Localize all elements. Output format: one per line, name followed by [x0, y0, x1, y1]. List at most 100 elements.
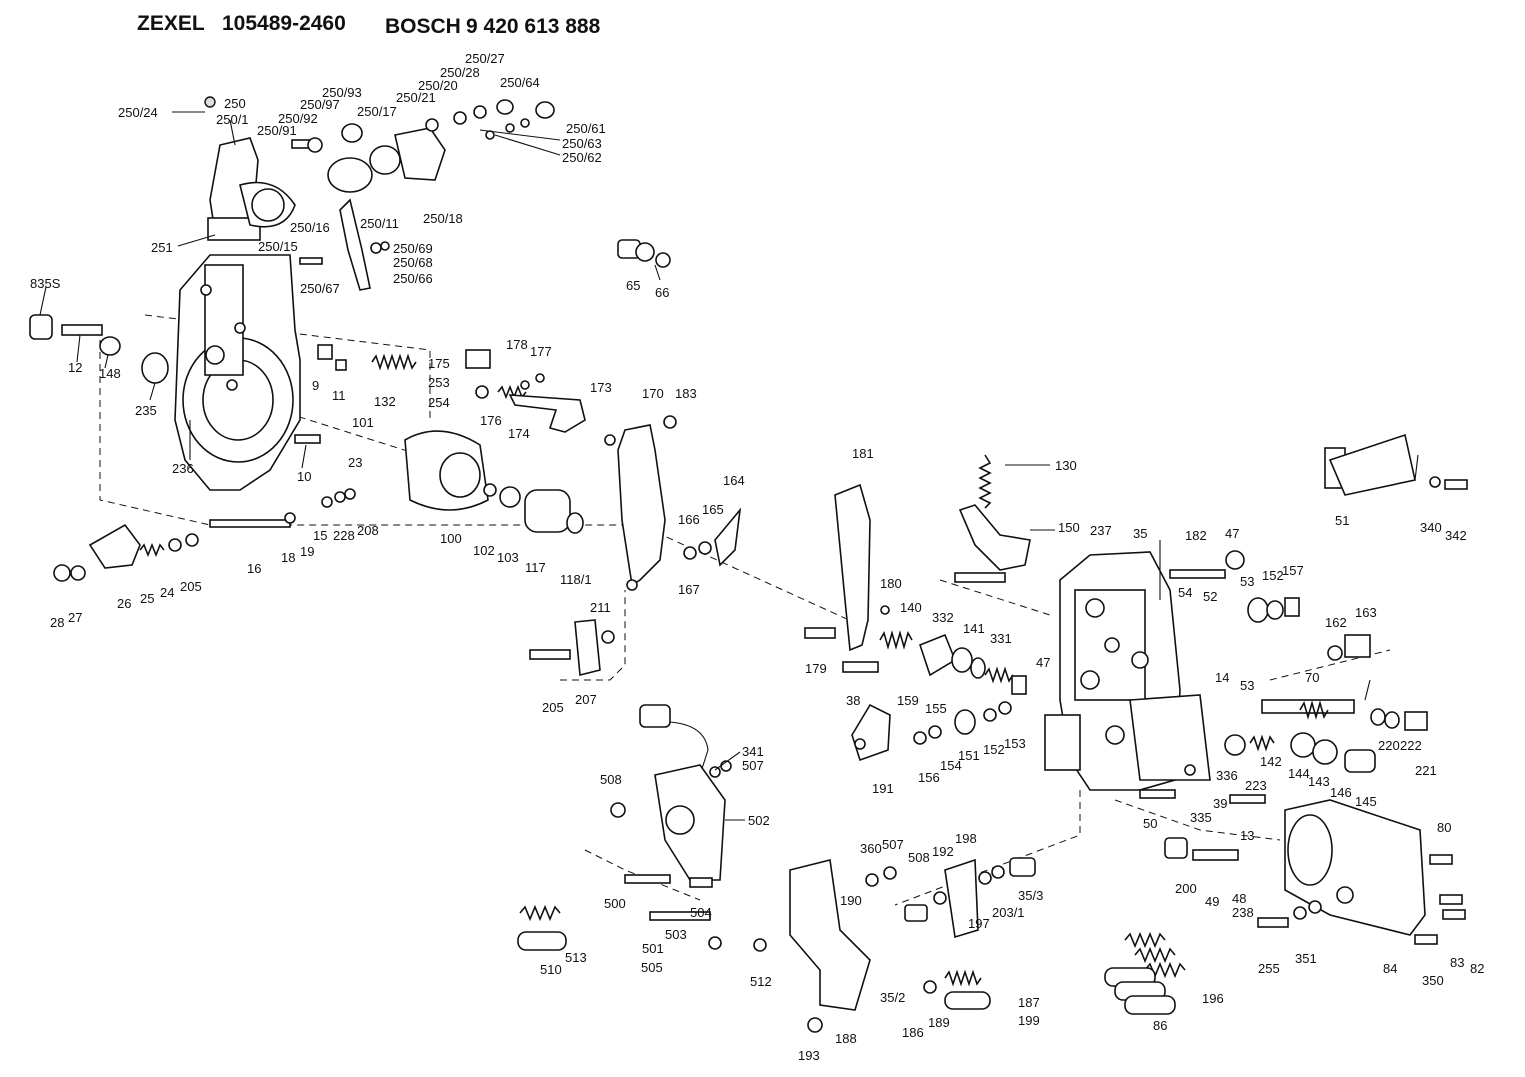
callout-label: 507 — [882, 837, 904, 852]
callout-label: 237 — [1090, 523, 1112, 538]
callout-label: 132 — [374, 394, 396, 409]
callout-label: 145 — [1355, 794, 1377, 809]
callout-label: 507 — [742, 758, 764, 773]
callout-label: 118/1 — [560, 572, 592, 587]
lever-175 — [465, 349, 586, 433]
callout-label: 335 — [1190, 810, 1212, 825]
governor-housing — [174, 254, 301, 491]
callout-label: 18 — [281, 550, 295, 565]
callout-label: 331 — [990, 631, 1012, 646]
callout-label: 176 — [480, 413, 502, 428]
callout-label: 117 — [525, 560, 546, 575]
flyweight-assembly — [209, 430, 584, 534]
callout-label: 16 — [247, 561, 261, 576]
callout-label: 177 — [530, 344, 552, 359]
callout-label: 250/11 — [360, 216, 399, 231]
callout-label: 28 — [50, 615, 64, 630]
callout-label: 142 — [1260, 754, 1282, 769]
callout-label: 211 — [590, 600, 611, 615]
callout-label: 250/63 — [562, 136, 602, 151]
callout-label: 100 — [440, 531, 462, 546]
callout-label: 51 — [1335, 513, 1349, 528]
callout-label: 143 — [1308, 774, 1330, 789]
right-fasteners — [1139, 433, 1468, 804]
callout-label: 141 — [963, 621, 985, 636]
callout-label: 35/3 — [1018, 888, 1043, 903]
callout-label: 250/21 — [396, 90, 436, 105]
callout-label: 166 — [678, 512, 700, 527]
callout-label: 175 — [428, 356, 450, 371]
callout-label: 250/27 — [465, 51, 505, 66]
callout-label: 187 — [1018, 995, 1040, 1010]
callout-label: 189 — [928, 1015, 950, 1030]
callout-label: 50 — [1143, 816, 1157, 831]
callout-label: 47 — [1036, 655, 1050, 670]
callout-label: 203/1 — [992, 905, 1025, 920]
callout-label: 179 — [805, 661, 827, 676]
callout-label: 336 — [1216, 768, 1238, 783]
callout-label: 223 — [1245, 778, 1267, 793]
callout-label: 156 — [918, 770, 940, 785]
callout-label: 250/92 — [278, 111, 318, 126]
callout-label: 170 — [642, 386, 664, 401]
callout-label: 205 — [542, 700, 564, 715]
callout-label: 183 — [675, 386, 697, 401]
callout-label: 162 — [1325, 615, 1347, 630]
callout-label: 180 — [880, 576, 902, 591]
callout-label: 250/64 — [500, 75, 540, 90]
callout-label: 350 — [1422, 973, 1444, 988]
spring-140-331 — [879, 630, 1027, 695]
callout-label: 208 — [357, 523, 379, 538]
callout-label: 12 — [68, 360, 82, 375]
callout-label: 174 — [508, 426, 530, 441]
callout-label: 197 — [968, 916, 990, 931]
callout-label: 501 — [642, 941, 664, 956]
callout-label: 251 — [151, 240, 173, 255]
callout-label: 9 — [312, 378, 319, 393]
callout-label: 250/1 — [216, 112, 249, 127]
callout-label: 173 — [590, 380, 612, 395]
callout-label: 52 — [1203, 589, 1217, 604]
callout-label: 222 — [1400, 738, 1422, 753]
callout-label: 13 — [1240, 828, 1254, 843]
callout-label: 510 — [540, 962, 562, 977]
spring-513 — [517, 904, 567, 951]
callout-label: 152 — [983, 742, 1005, 757]
callout-label: 82 — [1470, 961, 1484, 976]
callout-label: 199 — [1018, 1013, 1040, 1028]
callout-label: 25 — [140, 591, 154, 606]
part-164 — [683, 507, 742, 567]
callout-label: 103 — [497, 550, 519, 565]
callout-label: 191 — [872, 781, 894, 796]
lever-193 — [753, 857, 1036, 1033]
callout-label: 14 — [1215, 670, 1229, 685]
plungers-195-196 — [1104, 931, 1186, 1015]
callout-label: 152 — [1262, 568, 1284, 583]
lever-181 — [804, 483, 890, 673]
callout-label: 250/15 — [258, 239, 298, 254]
callout-label: 332 — [932, 610, 954, 625]
callout-label: 250/16 — [290, 220, 330, 235]
callout-label: 140 — [900, 600, 922, 615]
callout-label: 70 — [1305, 670, 1319, 685]
callout-label: 835S — [30, 276, 61, 291]
callout-label: 250/91 — [257, 123, 297, 138]
callout-label: 207 — [575, 692, 597, 707]
callout-label: 159 — [897, 693, 919, 708]
callout-label: 54 — [1178, 585, 1192, 600]
callout-label: 351 — [1295, 951, 1317, 966]
callout-label: 250/66 — [393, 271, 433, 286]
callout-label: 39 — [1213, 796, 1227, 811]
callout-label: 236 — [172, 461, 194, 476]
callout-label: 148 — [99, 366, 121, 381]
part-65-66 — [617, 239, 671, 268]
callout-label: 508 — [600, 772, 622, 787]
callout-label: 238 — [1232, 905, 1254, 920]
callout-label: 38 — [846, 693, 860, 708]
callout-label: 250/17 — [357, 104, 397, 119]
callout-label: 188 — [835, 1031, 857, 1046]
callout-label: 165 — [702, 502, 724, 517]
callout-label: 193 — [798, 1048, 820, 1063]
callout-label: 250/67 — [300, 281, 340, 296]
callout-label: 200 — [1175, 881, 1197, 896]
